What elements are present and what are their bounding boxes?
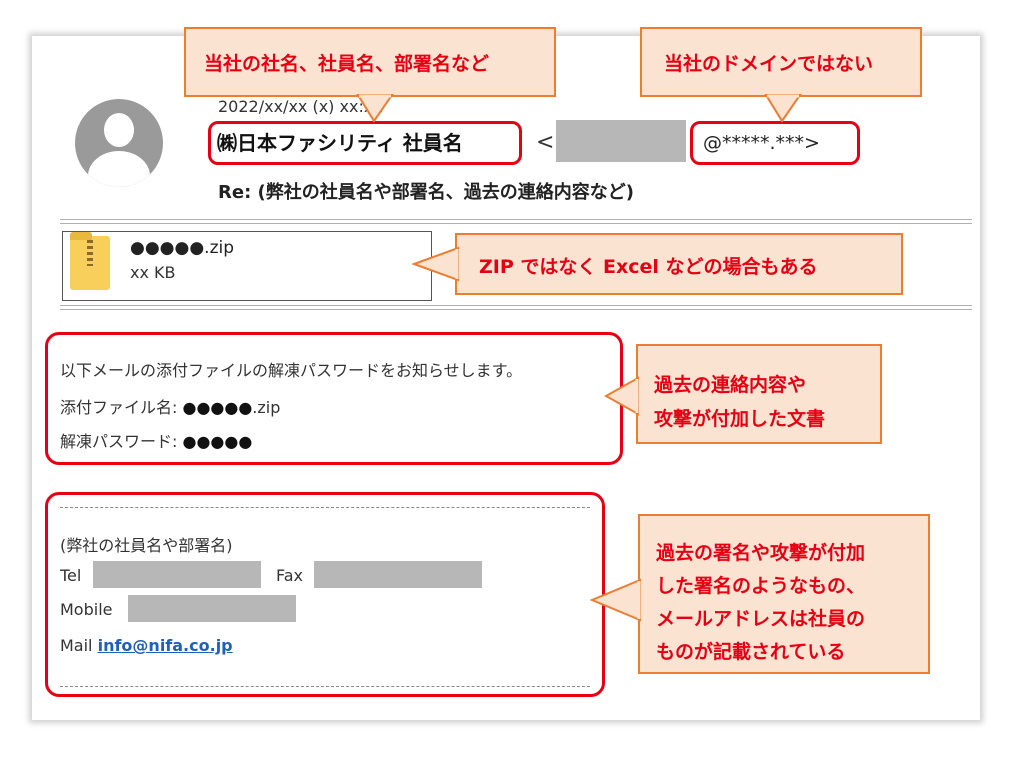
attachment-size: xx KB [130,263,176,282]
callout-zip: ZIP ではなく Excel などの場合もある [455,233,903,295]
callout-domain-pointer [764,94,802,123]
avatar-body-icon [88,151,150,187]
attachment-card[interactable] [62,231,432,301]
mobile-label: Mobile [60,600,113,619]
email-subject: Re: (弊社の社員名や部署名、過去の連絡内容など) [218,182,634,203]
callout-signature: 過去の署名や攻撃が付加 した署名のようなもの、 メールアドレスは社員の ものが記… [638,514,930,674]
callout-company-pointer [356,94,394,123]
avatar-head-icon [104,113,134,147]
address-open-bracket: < [536,130,555,155]
signature-dashed-line [60,686,590,687]
callout-past-content: 過去の連絡内容や 攻撃が付加した文書 [636,344,882,444]
callout-past-pointer [604,376,639,416]
mail-link[interactable]: info@nifa.co.jp [97,636,233,655]
redacted-fax [314,561,482,588]
zip-file-icon [70,232,110,290]
tel-label: Tel [60,566,82,585]
password-line: 解凍パスワード: ●●●●● [60,432,253,451]
mail-label: Mail info@nifa.co.jp [60,636,233,655]
callout-domain: 当社のドメインではない [640,27,922,97]
redacted-address [556,120,686,162]
callout-zip-pointer [412,246,459,282]
avatar [75,99,163,187]
redacted-mobile [128,595,296,622]
attachment-name-line: 添付ファイル名: ●●●●●.zip [60,398,281,417]
divider [60,305,972,310]
body-line: 以下メールの添付ファイルの解凍パスワードをお知らせします。 [60,361,523,380]
signature-org: (弊社の社員名や部署名) [60,536,233,555]
redacted-tel [93,561,261,588]
divider [60,219,972,224]
callout-signature-pointer [590,578,641,622]
callout-company: 当社の社名、社員名、部署名など [184,27,556,97]
sender-domain: @*****.***> [690,121,860,165]
attachment-name[interactable]: ●●●●●.zip [130,238,235,258]
sender-name: ㈱日本ファシリティ 社員名 [208,121,522,165]
fax-label: Fax [276,566,304,585]
email-date: 2022/xx/xx (x) xx:xx [218,97,383,116]
signature-dashed-line [60,507,590,508]
